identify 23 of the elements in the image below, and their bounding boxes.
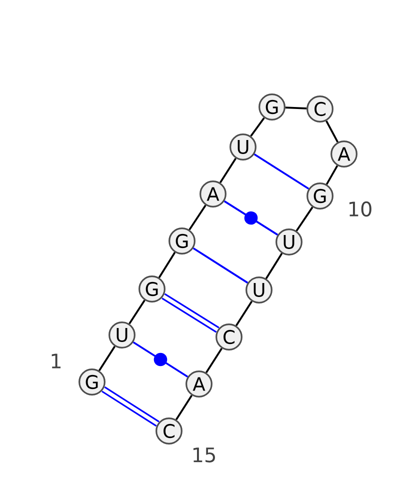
backbone-line bbox=[219, 158, 237, 184]
backbone-line bbox=[98, 346, 116, 372]
base-pair-line bbox=[224, 200, 278, 236]
position-number: 10 bbox=[349, 201, 372, 217]
base-pair-line bbox=[102, 386, 160, 427]
position-number: 1 bbox=[52, 354, 61, 368]
backbone-line bbox=[296, 206, 314, 232]
backbone-line bbox=[188, 204, 206, 230]
backbone-line bbox=[205, 348, 223, 374]
base-pair-line bbox=[192, 247, 248, 284]
backbone-line bbox=[326, 120, 338, 143]
backbone-line bbox=[158, 252, 176, 278]
backbone-line bbox=[175, 394, 193, 420]
backbone-line bbox=[235, 300, 253, 326]
backbone-line bbox=[285, 106, 307, 110]
backbone-line bbox=[128, 300, 146, 324]
backbone-line bbox=[250, 117, 265, 137]
backbone-line bbox=[326, 165, 338, 185]
position-number: 15 bbox=[193, 448, 215, 462]
backbone-line bbox=[265, 252, 283, 280]
base-pair-line bbox=[162, 293, 220, 333]
base-pair-line bbox=[132, 341, 188, 378]
base-pair-line bbox=[254, 153, 310, 190]
